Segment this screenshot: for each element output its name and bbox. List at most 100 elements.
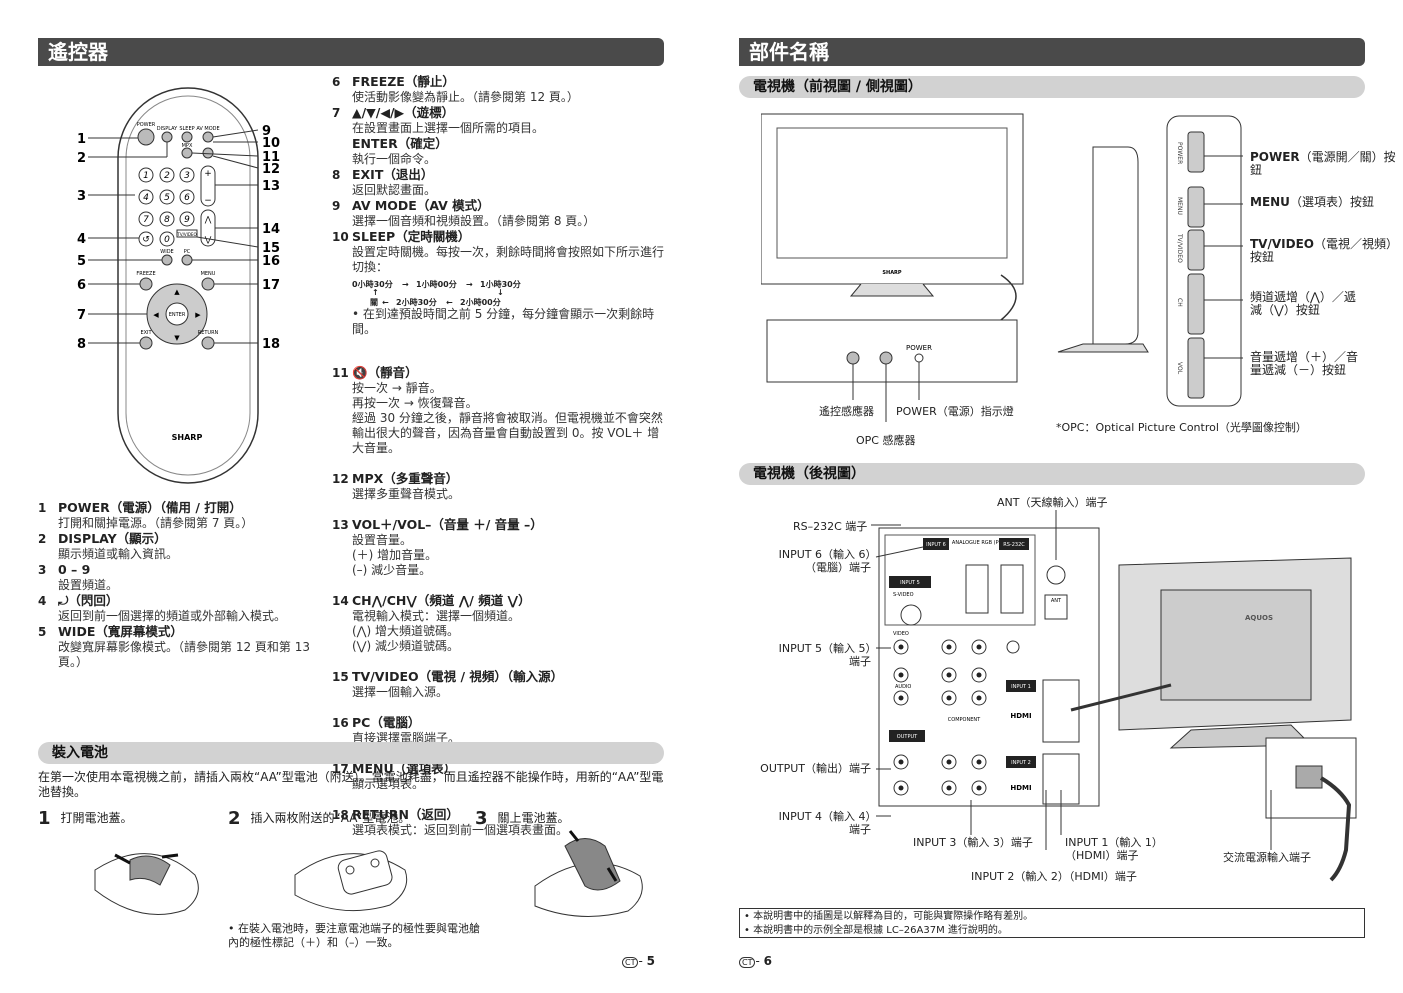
svg-text:HDMI: HDMI xyxy=(1010,712,1031,720)
remote-items-11-18: 11🔇（靜音）按一次 → 靜音。 再按一次 → 恢復聲音。 經過 30 分鐘之後… xyxy=(332,350,668,853)
tv-brand-small: SHARP xyxy=(882,270,902,276)
svg-text:ANALOGUE RGB (PC): ANALOGUE RGB (PC) xyxy=(952,540,1004,546)
battery-note: • 在裝入電池時，要注意電池端子的極性要與電池艙內的極性標記（＋）和（–）一致。 xyxy=(228,922,480,949)
power-indicator-label: POWER（電源）指示燈 xyxy=(896,405,1014,418)
svg-text:POWER: POWER xyxy=(137,122,156,128)
power-small-label: POWER xyxy=(906,344,932,352)
note-1: • 本說明書中的插圖是以解釋為目的，可能與實際操作略有差別。 xyxy=(744,911,1034,922)
svg-text:SLEEP: SLEEP xyxy=(179,126,194,132)
tv-rear-diagram: INPUT 6 ANALOGUE RGB (PC) RS-232C INPUT … xyxy=(878,527,1357,882)
svg-text:1: 1 xyxy=(143,171,149,181)
left-page: 遙控器 POWER DISPLAY SLEEP AV MODE MPX 1 2 … xyxy=(0,0,701,993)
rear-label-ant: ANT（天線輸入）端子 xyxy=(997,496,1108,509)
rear-label-input2: INPUT 2（輸入 2）（HDMI）端子 xyxy=(971,870,1137,883)
svg-text:1: 1 xyxy=(77,132,86,147)
tv-front-diagram: SHARP POWER xyxy=(761,113,1024,422)
svg-text:INPUT 6: INPUT 6 xyxy=(926,542,946,548)
remote-item-enter: ENTER（確定）執行一個命令。 xyxy=(352,136,448,166)
side-label-channel: 頻道遞增（⋀）／遞減（⋁）按鈕 xyxy=(1250,290,1356,317)
remote-item-7: 7▲/▼/◀/▶（遊標）在設置畫面上選擇一個所需的項目。 xyxy=(332,105,545,135)
svg-text:RS-232C: RS-232C xyxy=(1003,542,1025,548)
svg-text:▲: ▲ xyxy=(174,288,180,296)
svg-text:ENTER: ENTER xyxy=(169,312,186,318)
rear-label-input6: INPUT 6（輸入 6）（電腦）端子 xyxy=(778,548,871,574)
svg-text:3: 3 xyxy=(184,171,190,181)
side-label-power: POWER（電源開／關）按鈕 xyxy=(1250,150,1396,177)
svg-text:8: 8 xyxy=(164,215,170,225)
front-view-header: 電視機（前視圖 / 側視圖） xyxy=(739,76,1365,98)
rear-view-header: 電視機（後視圖） xyxy=(739,463,1365,485)
svg-text:13: 13 xyxy=(262,179,280,194)
rear-label-input4: INPUT 4（輸入 4）端子 xyxy=(778,810,871,836)
svg-text:INPUT 2: INPUT 2 xyxy=(1011,760,1031,766)
svg-text:MENU: MENU xyxy=(201,271,216,277)
svg-text:11: 11 xyxy=(262,150,280,165)
svg-text:15: 15 xyxy=(262,241,280,256)
svg-text:4: 4 xyxy=(143,193,149,203)
svg-text:HDMI: HDMI xyxy=(1010,784,1031,792)
side-label-tvvideo: TV/VIDEO（電視／視頻）按鈕 xyxy=(1250,237,1398,264)
remote-diagram: POWER DISPLAY SLEEP AV MODE MPX 1 2 3 4 … xyxy=(77,87,280,484)
rear-label-output: OUTPUT（輸出）端子 xyxy=(760,762,871,775)
page-footer-right: CT- 6 xyxy=(739,954,772,968)
svg-text:SHARP: SHARP xyxy=(172,433,203,442)
svg-text:8: 8 xyxy=(77,337,86,352)
svg-text:⋀: ⋀ xyxy=(204,215,212,224)
battery-illustration-2 xyxy=(294,850,408,912)
rear-label-input3: INPUT 3（輸入 3）端子 xyxy=(913,836,1033,849)
svg-text:7: 7 xyxy=(143,215,149,225)
svg-text:MENU: MENU xyxy=(1176,197,1183,215)
svg-text:CH: CH xyxy=(1176,298,1183,307)
rear-label-input1: INPUT 1（輸入 1）（HDMI）端子 xyxy=(1065,836,1163,862)
svg-text:▶: ▶ xyxy=(195,311,201,319)
svg-text:2: 2 xyxy=(77,151,86,166)
svg-text:ANT: ANT xyxy=(1051,598,1062,604)
side-label-volume: 音量遞增（＋）／音量遞減（－）按鈕 xyxy=(1250,350,1359,377)
svg-text:VIDEO: VIDEO xyxy=(893,631,909,637)
svg-text:6: 6 xyxy=(77,278,86,293)
svg-text:4: 4 xyxy=(77,232,86,247)
rear-label-input5: INPUT 5（輸入 5）端子 xyxy=(778,642,871,668)
rear-label-rs232: RS–232C 端子 xyxy=(793,520,868,533)
svg-text:AV MODE: AV MODE xyxy=(196,126,219,132)
page-title-remote: 遙控器 xyxy=(38,38,664,66)
battery-intro: 在第一次使用本電視機之前，請插入兩枚“AA”型電池（附送）。當電池耗盡，而且遙控… xyxy=(38,770,664,799)
svg-text:9: 9 xyxy=(184,215,190,225)
svg-text:INPUT 1: INPUT 1 xyxy=(1011,684,1031,690)
svg-text:−: − xyxy=(204,196,212,206)
svg-text:10: 10 xyxy=(262,136,280,151)
remote-item-11: 11🔇（靜音）按一次 → 靜音。 再按一次 → 恢復聲音。 經過 30 分鐘之後… xyxy=(332,365,663,455)
svg-text:TV/VIDEO: TV/VIDEO xyxy=(176,232,196,237)
svg-text:COMPONENT: COMPONENT xyxy=(948,717,981,723)
svg-text:⋁: ⋁ xyxy=(204,235,212,244)
right-page: 部件名稱 電視機（前視圖 / 側視圖） SHARP POWER 遙控感應器 PO… xyxy=(701,0,1403,993)
tv-side-diagram: POWER MENU TV/VIDEO CH VOL xyxy=(1057,115,1243,407)
rear-leader-lines xyxy=(871,510,1272,850)
svg-text:9: 9 xyxy=(262,124,271,139)
svg-text:+: + xyxy=(204,169,212,179)
svg-text:DISPLAY: DISPLAY xyxy=(157,126,178,132)
battery-illustration-3 xyxy=(534,830,643,917)
svg-text:PC: PC xyxy=(184,249,191,255)
rear-label-ac: 交流電源輸入端子 xyxy=(1223,851,1311,864)
svg-text:5: 5 xyxy=(164,193,170,203)
sleep-cycle-diagram: 0小時30分 → 1小時00分 → 1小時30分 ↑ ↓ 關 ← 2小時30分 … xyxy=(352,280,521,307)
svg-text:INPUT 5: INPUT 5 xyxy=(900,580,920,586)
